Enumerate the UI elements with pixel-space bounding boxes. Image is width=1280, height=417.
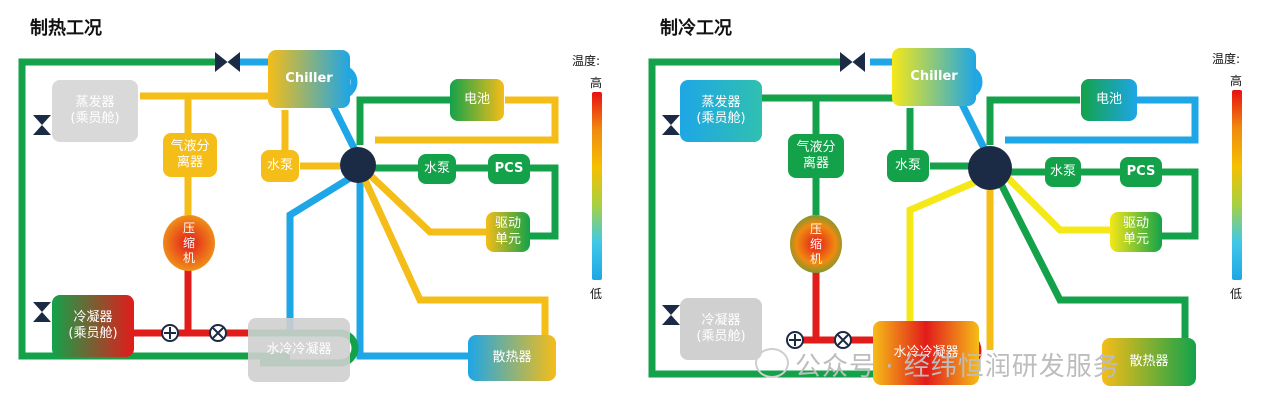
legend-high-label: 高 [590,76,603,90]
pipe [367,172,488,236]
pipe [530,164,559,240]
pump-left-node: 水泵 [261,150,299,182]
battery-node: 电池 [1081,79,1137,121]
pipe [356,180,470,360]
cooling-title: 制冷工况 [660,18,732,39]
legend-gradient-bar [1232,90,1242,280]
compressor-node: 压 缩 机 [790,215,842,273]
evaporator-node: 蒸发器 (乘员舱) [52,80,138,142]
evaporator-node: 蒸发器 (乘员舱) [680,80,762,142]
separator-node: 气液分 离器 [788,134,844,178]
pipe [986,96,1080,145]
condenser-node: 冷凝器 (乘员舱) [680,298,762,360]
pipe [996,180,1189,340]
check-valve-icon [789,334,801,346]
expansion-valve-icon [33,302,51,322]
legend-gradient-bar [592,92,602,280]
pipe [1005,96,1199,144]
heating-pipes [18,52,559,367]
pipe [956,98,989,152]
heating-title: 制热工况 [30,18,102,39]
pipe [326,98,359,152]
cooling-panel: 制冷工况 [640,0,1280,417]
radiator-node: 散热器 [468,335,556,381]
expansion-valve-icon [33,115,51,135]
pipe [18,58,290,360]
pcs-node: PCS [1120,157,1162,187]
battery-node: 电池 [450,79,504,121]
stop-valve-icon [212,327,224,339]
drive-unit-node: 驱动 单元 [486,212,530,252]
radiator-node: 散热器 [1102,338,1196,386]
check-valve-icon [164,327,176,339]
pump-right-node: 水泵 [1045,157,1081,187]
watermark-text: 公众号 · 经纬恒润研发服务 [795,352,1120,382]
pump-left-node: 水泵 [887,150,929,182]
pipe [361,178,549,335]
legend-low-label: 低 [1230,287,1243,301]
pump-right-node: 水泵 [418,154,456,184]
compressor-node: 压 缩 机 [163,215,215,271]
pipe [375,96,559,144]
stop-valve-icon [837,334,849,346]
chiller-node: Chiller [268,50,350,108]
expansion-valve-icon [662,115,680,135]
pipe [286,172,357,330]
four-way-valve-icon [340,147,376,183]
heating-panel: 制热工况 [18,18,603,382]
wechat-icon [755,348,789,378]
water-condenser-node: 水冷冷凝器 [248,318,350,382]
pipe [356,96,450,145]
pipe [1160,168,1199,240]
legend-low-label: 低 [590,287,603,301]
expansion-valve-icon [215,52,240,72]
expansion-valve-icon [840,52,865,72]
legend-high-label: 高 [1230,74,1243,88]
pipe [790,272,820,344]
pcs-node: PCS [488,154,530,184]
drive-unit-node: 驱动 单元 [1110,212,1162,252]
separator-node: 气液分 离器 [163,133,217,177]
chiller-node: Chiller [892,48,976,106]
pipe [1002,172,1110,234]
legend-title: 温度: [1212,52,1241,66]
water-condenser-node: 水冷冷凝器 [873,321,979,385]
pipe [906,176,982,330]
condenser-node: 冷凝器 (乘员舱) [52,295,134,357]
four-way-valve-icon [968,146,1012,190]
expansion-valve-icon [662,305,680,325]
legend-title: 温度: [572,54,601,68]
